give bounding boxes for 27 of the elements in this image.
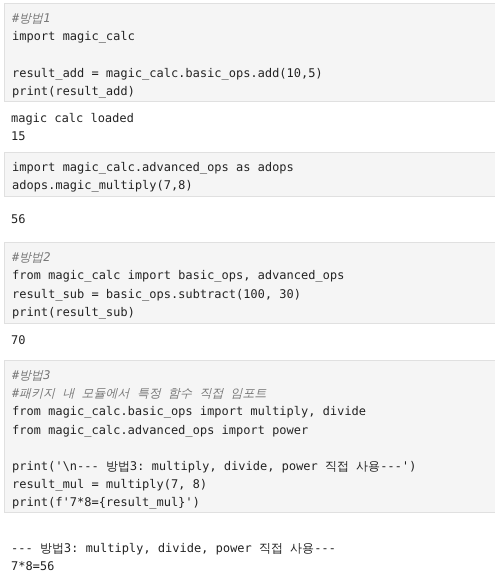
code-line: result_sub = basic_ops.subtract(100, 30) xyxy=(12,286,301,302)
output-text: 70 xyxy=(11,332,26,348)
code-line: result_add = magic_calc.basic_ops.add(10,5) xyxy=(12,65,323,81)
code-line: result_mul = multiply(7, 8) xyxy=(12,476,208,492)
code-cell xyxy=(4,152,495,197)
output-text: 7*8=56 xyxy=(11,558,54,574)
output-text: --- 방법3: multiply, divide, power 직접 사용--- xyxy=(11,540,336,556)
code-line: from magic_calc.advanced_ops import power xyxy=(12,422,308,438)
output-text: 15 xyxy=(11,128,26,144)
code-line: from magic_calc.basic_ops import multiply, divide xyxy=(12,403,366,419)
code-comment: #방법1 xyxy=(12,10,50,26)
code-line: adops.magic_multiply(7,8) xyxy=(12,177,193,193)
code-cell xyxy=(4,3,495,102)
code-line: print(result_sub) xyxy=(12,304,135,320)
code-line: print('\n--- 방법3: multiply, divide, power 직접 사용---') xyxy=(12,458,416,474)
code-line: print(f'7*8={result_mul}') xyxy=(12,494,200,510)
code-comment: #방법2 xyxy=(12,249,50,265)
code-cell xyxy=(4,242,495,324)
code-cell xyxy=(4,360,495,513)
code-line: print(result_add) xyxy=(12,83,135,99)
code-line: from magic_calc import basic_ops, advanced_ops xyxy=(12,267,344,283)
code-line: import magic_calc.advanced_ops as adops xyxy=(12,159,294,175)
code-comment: #방법3 xyxy=(12,367,50,383)
code-comment: #패키지 내 모듈에서 특정 함수 직접 임포트 xyxy=(12,385,267,401)
code-line: import magic_calc xyxy=(12,28,135,44)
output-text: 56 xyxy=(11,211,26,227)
output-text: magic calc loaded xyxy=(11,110,134,126)
